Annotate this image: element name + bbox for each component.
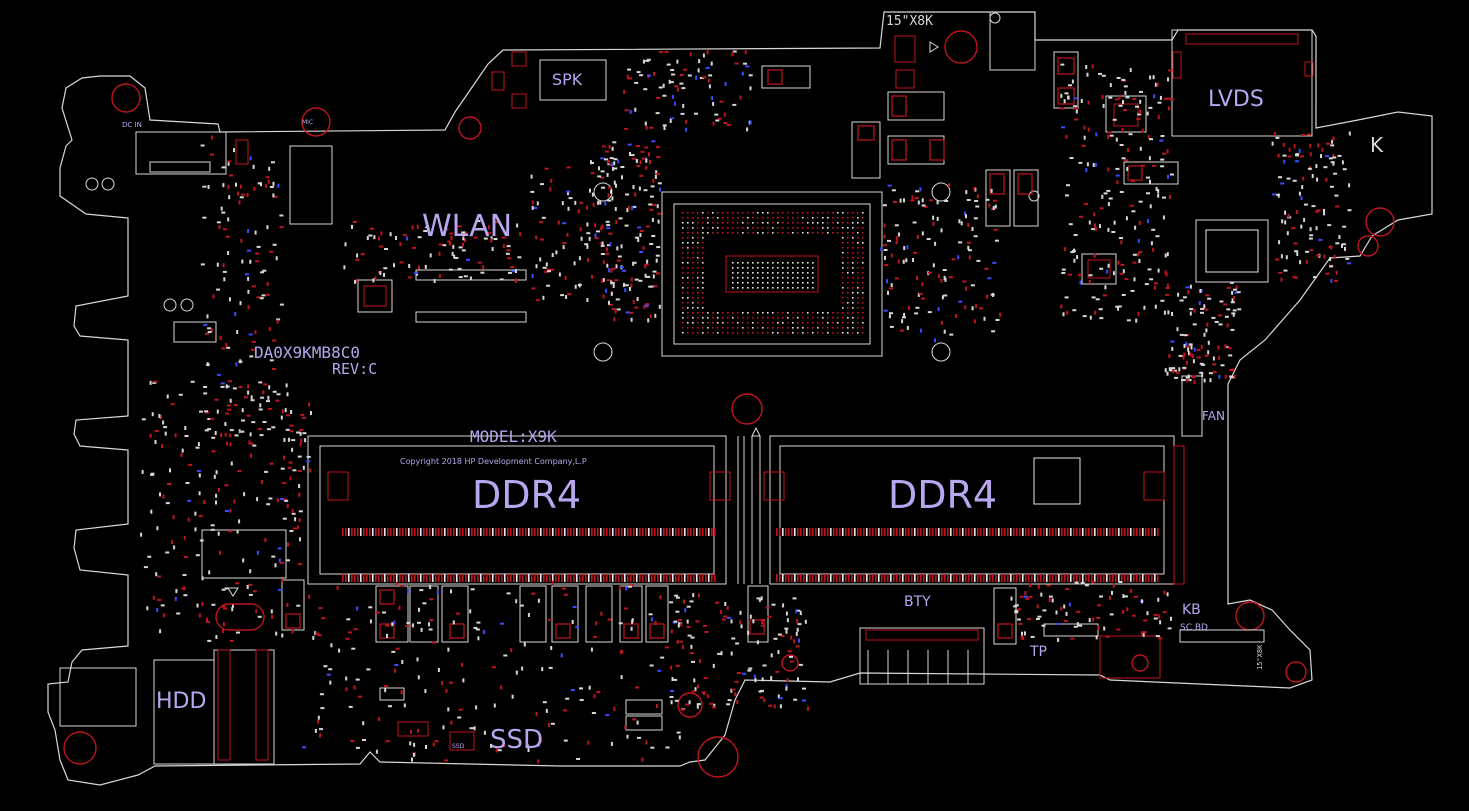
mounting-hole — [1357, 235, 1379, 257]
side-mark-label: 15"X8K — [1256, 644, 1264, 670]
tp-label: TP — [1029, 644, 1047, 660]
battery-connector — [859, 627, 985, 685]
fan-label: FAN — [1202, 409, 1225, 423]
bty-label: BTY — [904, 594, 931, 610]
orientation-marks — [227, 41, 939, 597]
hdd-label: HDD — [156, 689, 206, 714]
touchpad-connector — [1043, 623, 1161, 679]
model-label: MODEL:X9K — [470, 427, 557, 446]
lvds-connector — [1171, 29, 1314, 137]
power-inductors — [173, 51, 1179, 645]
lvds-label: LVDS — [1208, 87, 1264, 112]
dc-in-label: DC IN — [122, 121, 142, 129]
mounting-hole — [677, 692, 703, 718]
red-pads — [285, 57, 1143, 639]
part-number-label: DA0X9KMB8C0 — [254, 343, 360, 362]
ssd-connector — [379, 687, 663, 751]
mounting-hole — [781, 654, 799, 672]
mounting-hole — [63, 731, 97, 765]
ddr-center-rails — [737, 436, 761, 584]
ssd-sub-label: SSD — [452, 743, 465, 750]
ssd-label: SSD — [490, 725, 543, 755]
spk-connector — [491, 51, 607, 109]
oval-slot — [215, 603, 265, 631]
mic-label: MIC — [302, 119, 313, 126]
hdd-connector — [59, 649, 275, 765]
revision-label: REV:C — [332, 360, 377, 378]
mounting-hole — [1131, 654, 1149, 672]
kb-label: KB — [1182, 602, 1201, 618]
mounting-hole — [1365, 207, 1395, 237]
dc-in-connector — [135, 131, 249, 175]
k-mark-label: K — [1370, 133, 1384, 157]
mounting-holes — [63, 30, 1395, 778]
mounting-hole — [1285, 661, 1307, 683]
mounting-hole — [697, 736, 739, 778]
ddr4-left-label: DDR4 — [472, 473, 581, 517]
mounting-hole — [731, 393, 763, 425]
ddr4-right-label: DDR4 — [888, 473, 997, 517]
mounting-hole — [944, 30, 978, 64]
corner-mark-label: 15"X8K — [886, 14, 933, 29]
mounting-hole — [301, 107, 331, 137]
mounting-hole — [111, 83, 141, 113]
wlan-label: WLAN — [422, 209, 512, 244]
mounting-hole — [1235, 601, 1265, 631]
kb-sub-label: SC BD — [1180, 623, 1208, 633]
cpu-soc — [661, 191, 883, 357]
spk-label: SPK — [552, 70, 583, 89]
usb-connector — [894, 11, 1036, 89]
keyboard-connector — [1173, 375, 1265, 643]
white-holes — [85, 12, 1040, 362]
mounting-hole — [458, 116, 482, 140]
copyright-label: Copyright 2018 HP Development Company,L.… — [400, 457, 587, 466]
